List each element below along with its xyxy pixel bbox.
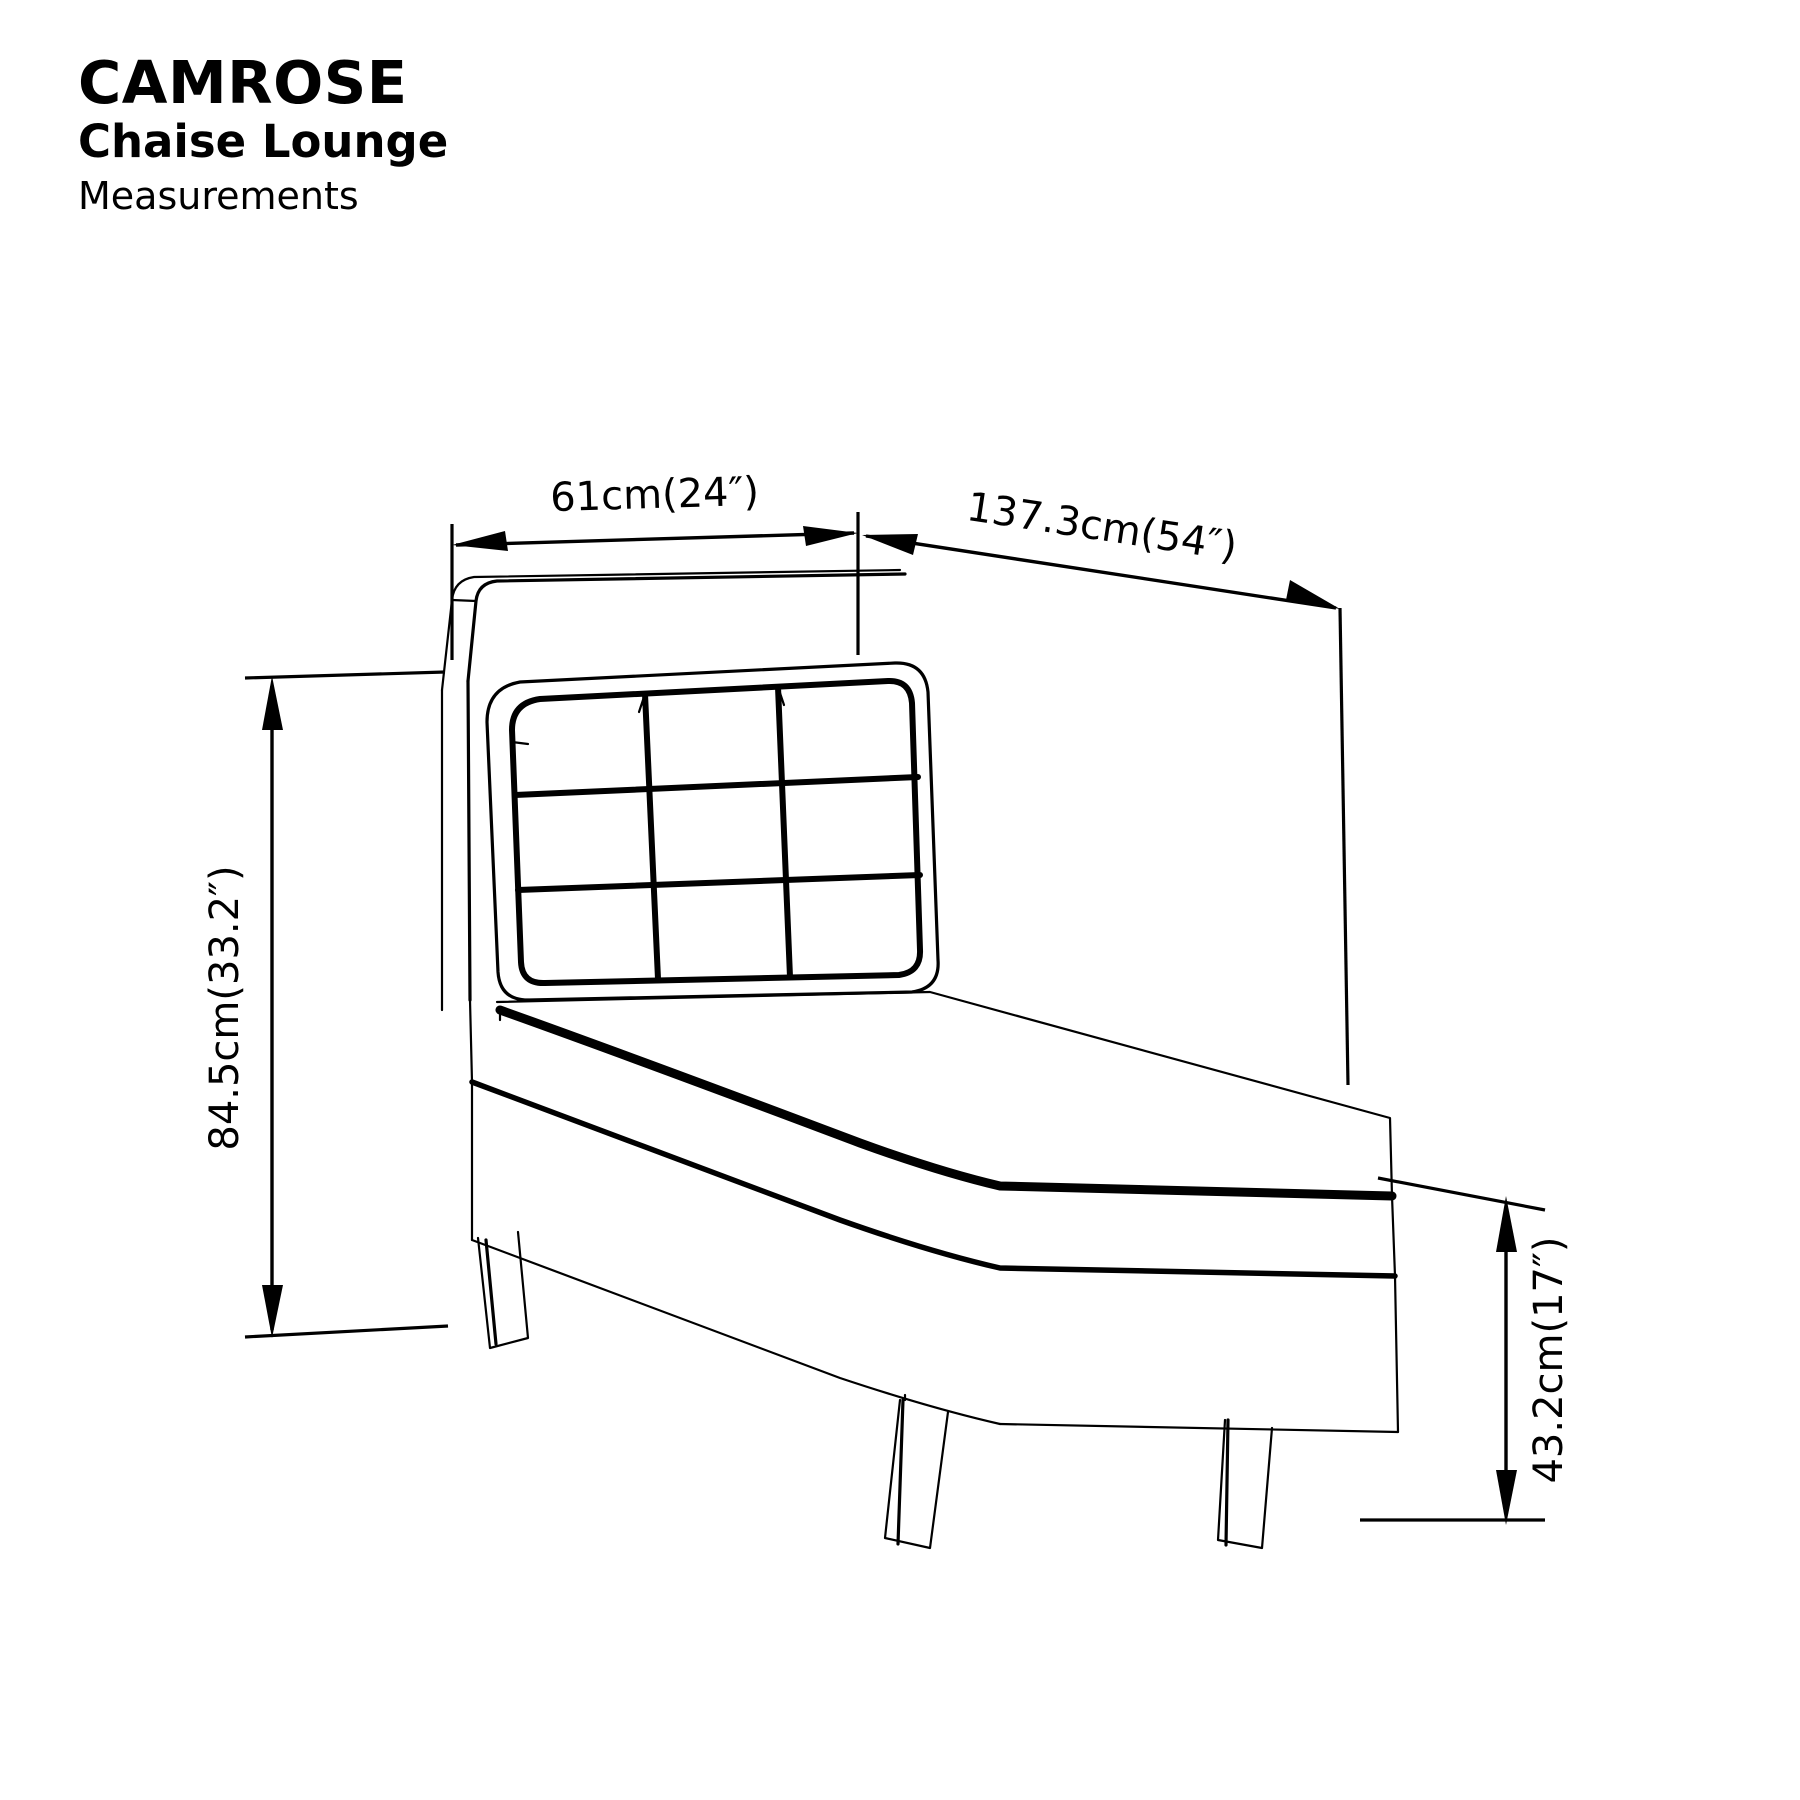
title-block: CAMROSE Chaise Lounge Measurements <box>78 48 878 225</box>
page-title: CAMROSE <box>78 48 408 117</box>
dimension-label-seat-height: 43.2cm(17″) <box>1526 1236 1572 1483</box>
seat-cushion <box>468 990 1398 1279</box>
dimension-depth: 137.3cm(54″) <box>862 484 1350 1086</box>
product-type-subtitle: Chaise Lounge <box>78 114 449 168</box>
dimension-height: 84.5cm(33.2″) <box>202 670 449 1339</box>
dimension-seat-height: 43.2cm(17″) <box>1360 1176 1572 1525</box>
backrest-frame <box>440 568 907 1012</box>
sheet-subtitle: Measurements <box>78 174 359 219</box>
dimension-width: 61cm(24″) <box>450 469 860 660</box>
dimension-label-height: 84.5cm(33.2″) <box>202 865 248 1150</box>
dimension-label-width: 61cm(24″) <box>550 469 760 521</box>
chaise-base <box>470 1080 1400 1434</box>
chaise-lounge-illustration <box>440 568 1400 1550</box>
chaise-legs <box>476 1230 1274 1550</box>
back-cushion <box>485 661 940 1002</box>
